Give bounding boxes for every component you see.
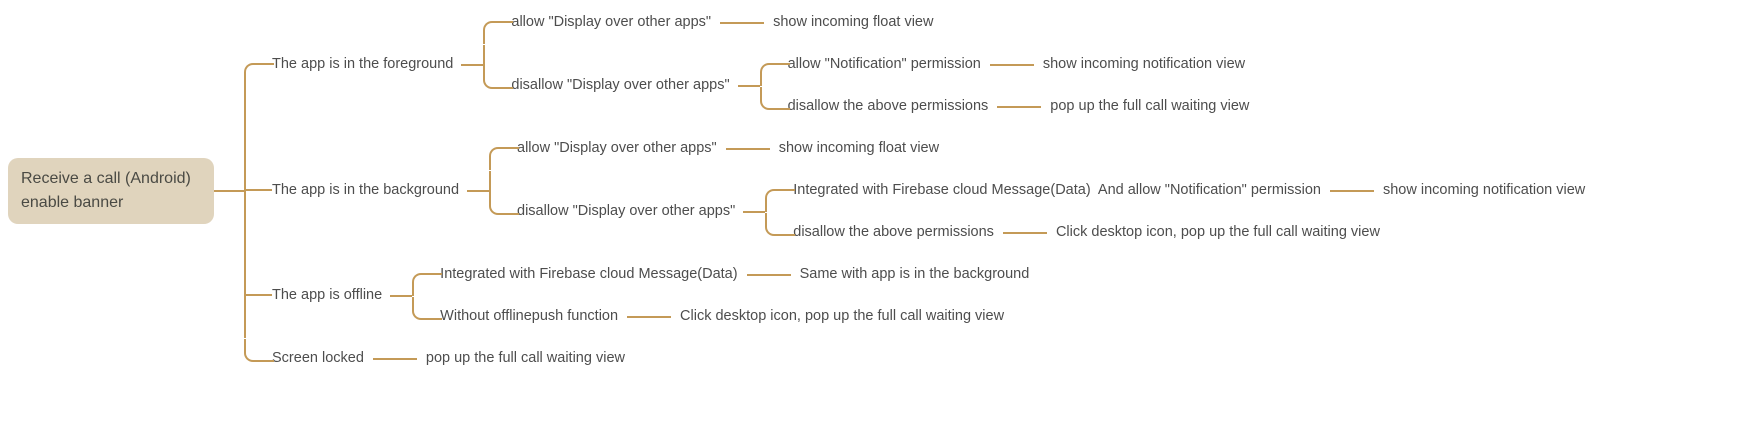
result-label[interactable]: pop up the full call waiting view: [425, 349, 625, 366]
branch-node: The app is offline Integrated with Fireb…: [244, 253, 1585, 338]
result-label[interactable]: pop up the full call waiting view: [1050, 97, 1250, 114]
result-label[interactable]: show incoming float view: [773, 13, 934, 30]
result-label[interactable]: show incoming notification view: [1382, 181, 1586, 198]
connector-line: [372, 357, 417, 360]
connector-stub: [390, 294, 413, 297]
node-label[interactable]: The app is in the foreground: [272, 55, 454, 72]
node-label[interactable]: allow "Display over other apps": [511, 13, 712, 30]
connector-line: [746, 273, 791, 276]
node-label[interactable]: Without offlinepush function: [440, 307, 619, 324]
node-label[interactable]: The app is offline: [272, 286, 383, 303]
result-label[interactable]: show incoming float view: [778, 139, 940, 156]
node-label[interactable]: disallow the above permissions: [787, 97, 989, 114]
level1-children: The app is in the foreground allow "Disp…: [244, 2, 1585, 380]
connector-stub: [214, 189, 244, 192]
connector-line: [725, 147, 770, 150]
leaf-node: Screen locked pop up the full call waiti…: [244, 338, 1585, 380]
node-label[interactable]: disallow the above permissions: [793, 223, 994, 240]
leaf-node: allow "Notification" permission show inc…: [759, 44, 1250, 86]
node-label[interactable]: Integrated with Firebase cloud Message(D…: [793, 181, 1321, 198]
leaf-node: Integrated with Firebase cloud Message(D…: [412, 254, 1029, 296]
connector-line: [997, 105, 1042, 108]
result-label[interactable]: Same with app is in the background: [799, 265, 1030, 282]
leaf-node: disallow the above permissions pop up th…: [759, 86, 1250, 128]
leaf-node: allow "Display over other apps" show inc…: [489, 128, 1585, 170]
node-label[interactable]: allow "Display over other apps": [517, 139, 717, 156]
root-row: Receive a call (Android) enable banner T…: [8, 2, 1585, 380]
result-label[interactable]: Click desktop icon, pop up the full call…: [1055, 223, 1380, 240]
node-label[interactable]: disallow "Display over other apps": [511, 76, 730, 93]
result-label[interactable]: Click desktop icon, pop up the full call…: [680, 307, 1005, 324]
root-node[interactable]: Receive a call (Android) enable banner: [8, 157, 214, 224]
connector-line: [1329, 189, 1374, 192]
connector-line: [989, 63, 1034, 66]
connector-stub: [743, 210, 766, 213]
node-label[interactable]: Integrated with Firebase cloud Message(D…: [440, 265, 738, 282]
node-label[interactable]: disallow "Display over other apps": [517, 202, 736, 219]
connector-stub: [467, 189, 490, 192]
connector-stub: [461, 63, 484, 66]
node-label[interactable]: allow "Notification" permission: [787, 55, 981, 72]
branch-node: The app is in the foreground allow "Disp…: [244, 2, 1585, 128]
branch-node: disallow "Display over other apps" Integ…: [489, 170, 1585, 254]
connector-line: [1002, 231, 1047, 234]
connector-line: [720, 21, 765, 24]
branch-node: The app is in the background allow "Disp…: [244, 127, 1585, 254]
connector-line: [627, 315, 672, 318]
leaf-node: disallow the above permissions Click des…: [765, 212, 1585, 254]
leaf-node: allow "Display over other apps" show inc…: [483, 2, 1249, 44]
leaf-node: Without offlinepush function Click deskt…: [412, 296, 1029, 338]
node-label[interactable]: Screen locked: [272, 349, 364, 366]
result-label[interactable]: show incoming notification view: [1042, 55, 1246, 72]
leaf-node: Integrated with Firebase cloud Message(D…: [765, 170, 1585, 212]
connector-stub: [737, 84, 760, 87]
node-label[interactable]: The app is in the background: [272, 181, 460, 198]
branch-node: disallow "Display over other apps" allow…: [483, 44, 1249, 128]
